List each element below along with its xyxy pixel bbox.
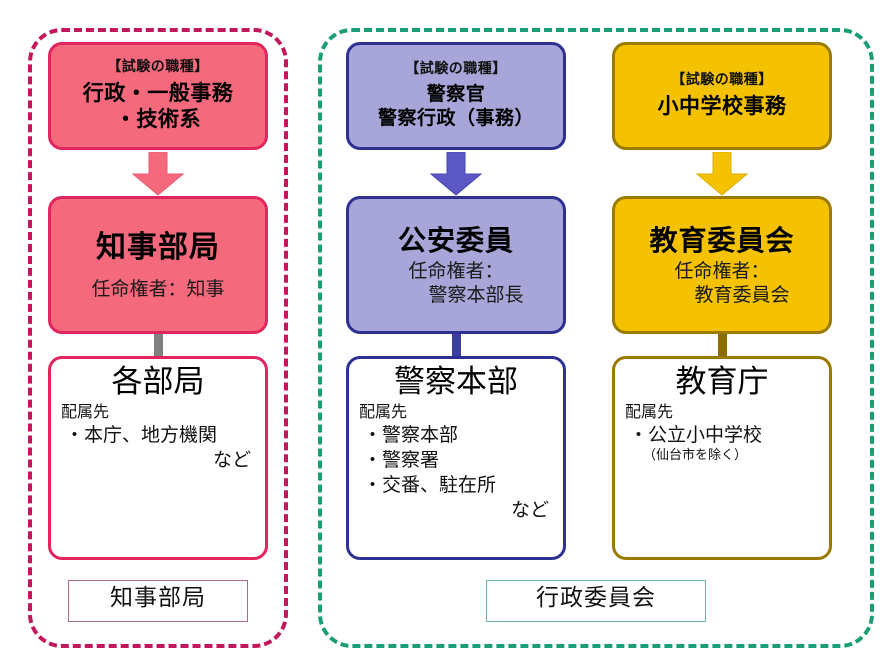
authority-subtitle: 任命権者： (408, 259, 504, 282)
authority-subtitle-cont: 警察本部長 (428, 283, 524, 306)
exam-type-line-2: 警察行政（事務） (377, 107, 534, 130)
list-item: ・公立小中学校 (629, 423, 763, 446)
assignment-note: （仙台市を除く） (643, 447, 748, 463)
assignment-title: 各部局 (111, 364, 205, 400)
legend-governor-bureau: 知事部局 (68, 580, 248, 622)
authority-subtitle-cont: 教育委員会 (694, 283, 790, 306)
assignment-lead: 配属先 (625, 401, 674, 421)
assignment-card-police: 警察本部 配属先 ・警察本部 ・警察署 ・交番、駐在所 など (346, 356, 566, 560)
list-item: ・警察本部 (363, 423, 459, 446)
exam-type-card-education: 【試験の職種】 小中学校事務 (612, 42, 832, 150)
assignment-title: 教育庁 (675, 364, 769, 400)
connector-police (452, 334, 461, 358)
authority-card-governor: 知事部局 任命権者：知事 (48, 196, 268, 334)
authority-card-education: 教育委員会 任命権者： 教育委員会 (612, 196, 832, 334)
exam-type-card-police: 【試験の職種】 警察官 警察行政（事務） (346, 42, 566, 150)
arrow-down-police (430, 152, 482, 196)
authority-title: 知事部局 (96, 229, 220, 265)
group-administrative-commission (318, 28, 874, 648)
assignment-lead: 配属先 (359, 401, 408, 421)
assignment-list: ・公立小中学校 (615, 423, 829, 448)
connector-education (718, 334, 727, 358)
authority-subtitle: 任命権者：知事 (91, 278, 225, 301)
list-item: ・交番、駐在所 (363, 473, 497, 496)
exam-type-kicker: 【試験の職種】 (405, 61, 507, 78)
exam-type-line-1: 行政・一般事務 (82, 80, 234, 105)
exam-type-line-2: ・技術系 (115, 107, 201, 132)
assignment-tail: など (212, 448, 251, 471)
assignment-list: ・警察本部 ・警察署 ・交番、駐在所 (349, 423, 563, 498)
list-item: ・警察署 (363, 448, 440, 471)
exam-type-line-1: 警察官 (426, 83, 486, 106)
exam-type-line-1: 小中学校事務 (657, 94, 787, 119)
authority-title: 公安委員 (397, 223, 514, 257)
exam-type-card-governor: 【試験の職種】 行政・一般事務 ・技術系 (48, 42, 268, 150)
connector-governor (154, 334, 163, 358)
authority-subtitle: 任命権者： (674, 259, 770, 282)
exam-type-kicker: 【試験の職種】 (107, 58, 209, 75)
assignment-title: 警察本部 (394, 364, 518, 400)
assignment-tail: など (510, 498, 549, 521)
group-governor-bureau (28, 28, 288, 648)
exam-type-kicker: 【試験の職種】 (671, 72, 773, 89)
assignment-list: ・本庁、地方機関 (51, 423, 265, 448)
assignment-card-governor: 各部局 配属先 ・本庁、地方機関 など (48, 356, 268, 560)
assignment-lead: 配属先 (61, 401, 110, 421)
arrow-down-governor (132, 152, 184, 196)
legend-administrative-commission: 行政委員会 (486, 580, 706, 622)
authority-title: 教育委員会 (649, 223, 795, 257)
assignment-card-education: 教育庁 配属先 ・公立小中学校 （仙台市を除く） (612, 356, 832, 560)
list-item: ・本庁、地方機関 (65, 423, 218, 446)
arrow-down-education (696, 152, 748, 196)
authority-card-police: 公安委員 任命権者： 警察本部長 (346, 196, 566, 334)
